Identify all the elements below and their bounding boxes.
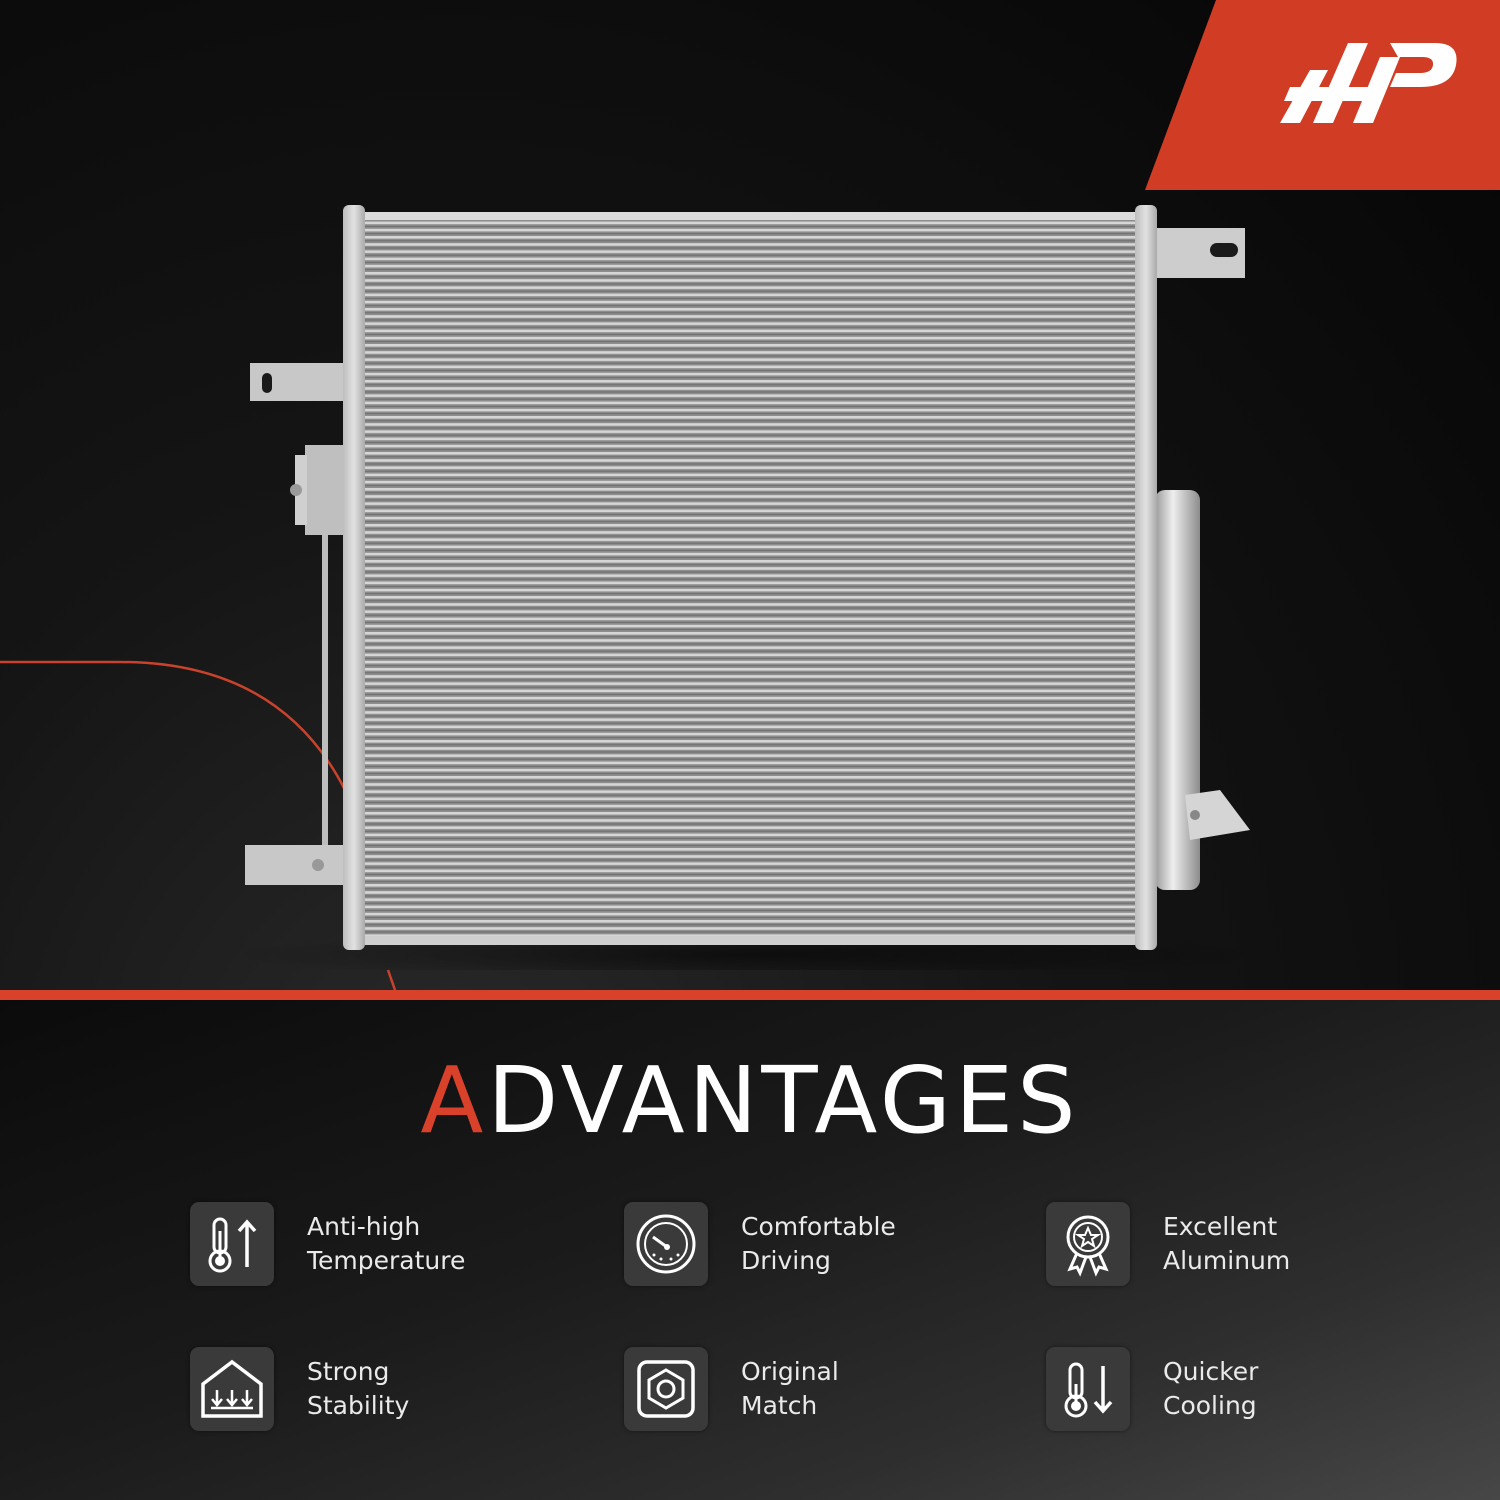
accent-divider	[0, 990, 1500, 1003]
feature-original-match: Original Match	[624, 1347, 839, 1431]
feature-label: Comfortable Driving	[741, 1212, 896, 1275]
feature-comfortable-driving: Comfortable Driving	[624, 1202, 896, 1286]
house-stability-icon	[190, 1347, 274, 1431]
feature-excellent-aluminum: Excellent Aluminum	[1046, 1202, 1290, 1286]
heading-rest: DVANTAGES	[487, 1047, 1080, 1154]
feature-label: Excellent Aluminum	[1163, 1212, 1291, 1275]
thermometer-up-icon	[190, 1202, 274, 1286]
feature-label: Strong Stability	[307, 1357, 410, 1420]
heading-accent-letter: A	[420, 1047, 488, 1154]
feature-quicker-cooling: Quicker Cooling	[1046, 1347, 1258, 1431]
a-premium-logo-icon	[1280, 43, 1457, 123]
feature-strong-stability: Strong Stability	[190, 1347, 409, 1431]
feature-label: Anti-high Temperature	[307, 1212, 466, 1275]
feature-label: Quicker Cooling	[1163, 1357, 1259, 1420]
feature-anti-high-temperature: Anti-high Temperature	[190, 1202, 465, 1286]
advantages-heading: ADVANTAGES	[0, 1055, 1500, 1147]
thermometer-down-icon	[1046, 1347, 1130, 1431]
feature-label: Original Match	[741, 1357, 839, 1420]
award-badge-icon	[1046, 1202, 1130, 1286]
ac-condenser-image	[240, 205, 1260, 970]
gauge-icon	[624, 1202, 708, 1286]
hex-nut-icon	[624, 1347, 708, 1431]
